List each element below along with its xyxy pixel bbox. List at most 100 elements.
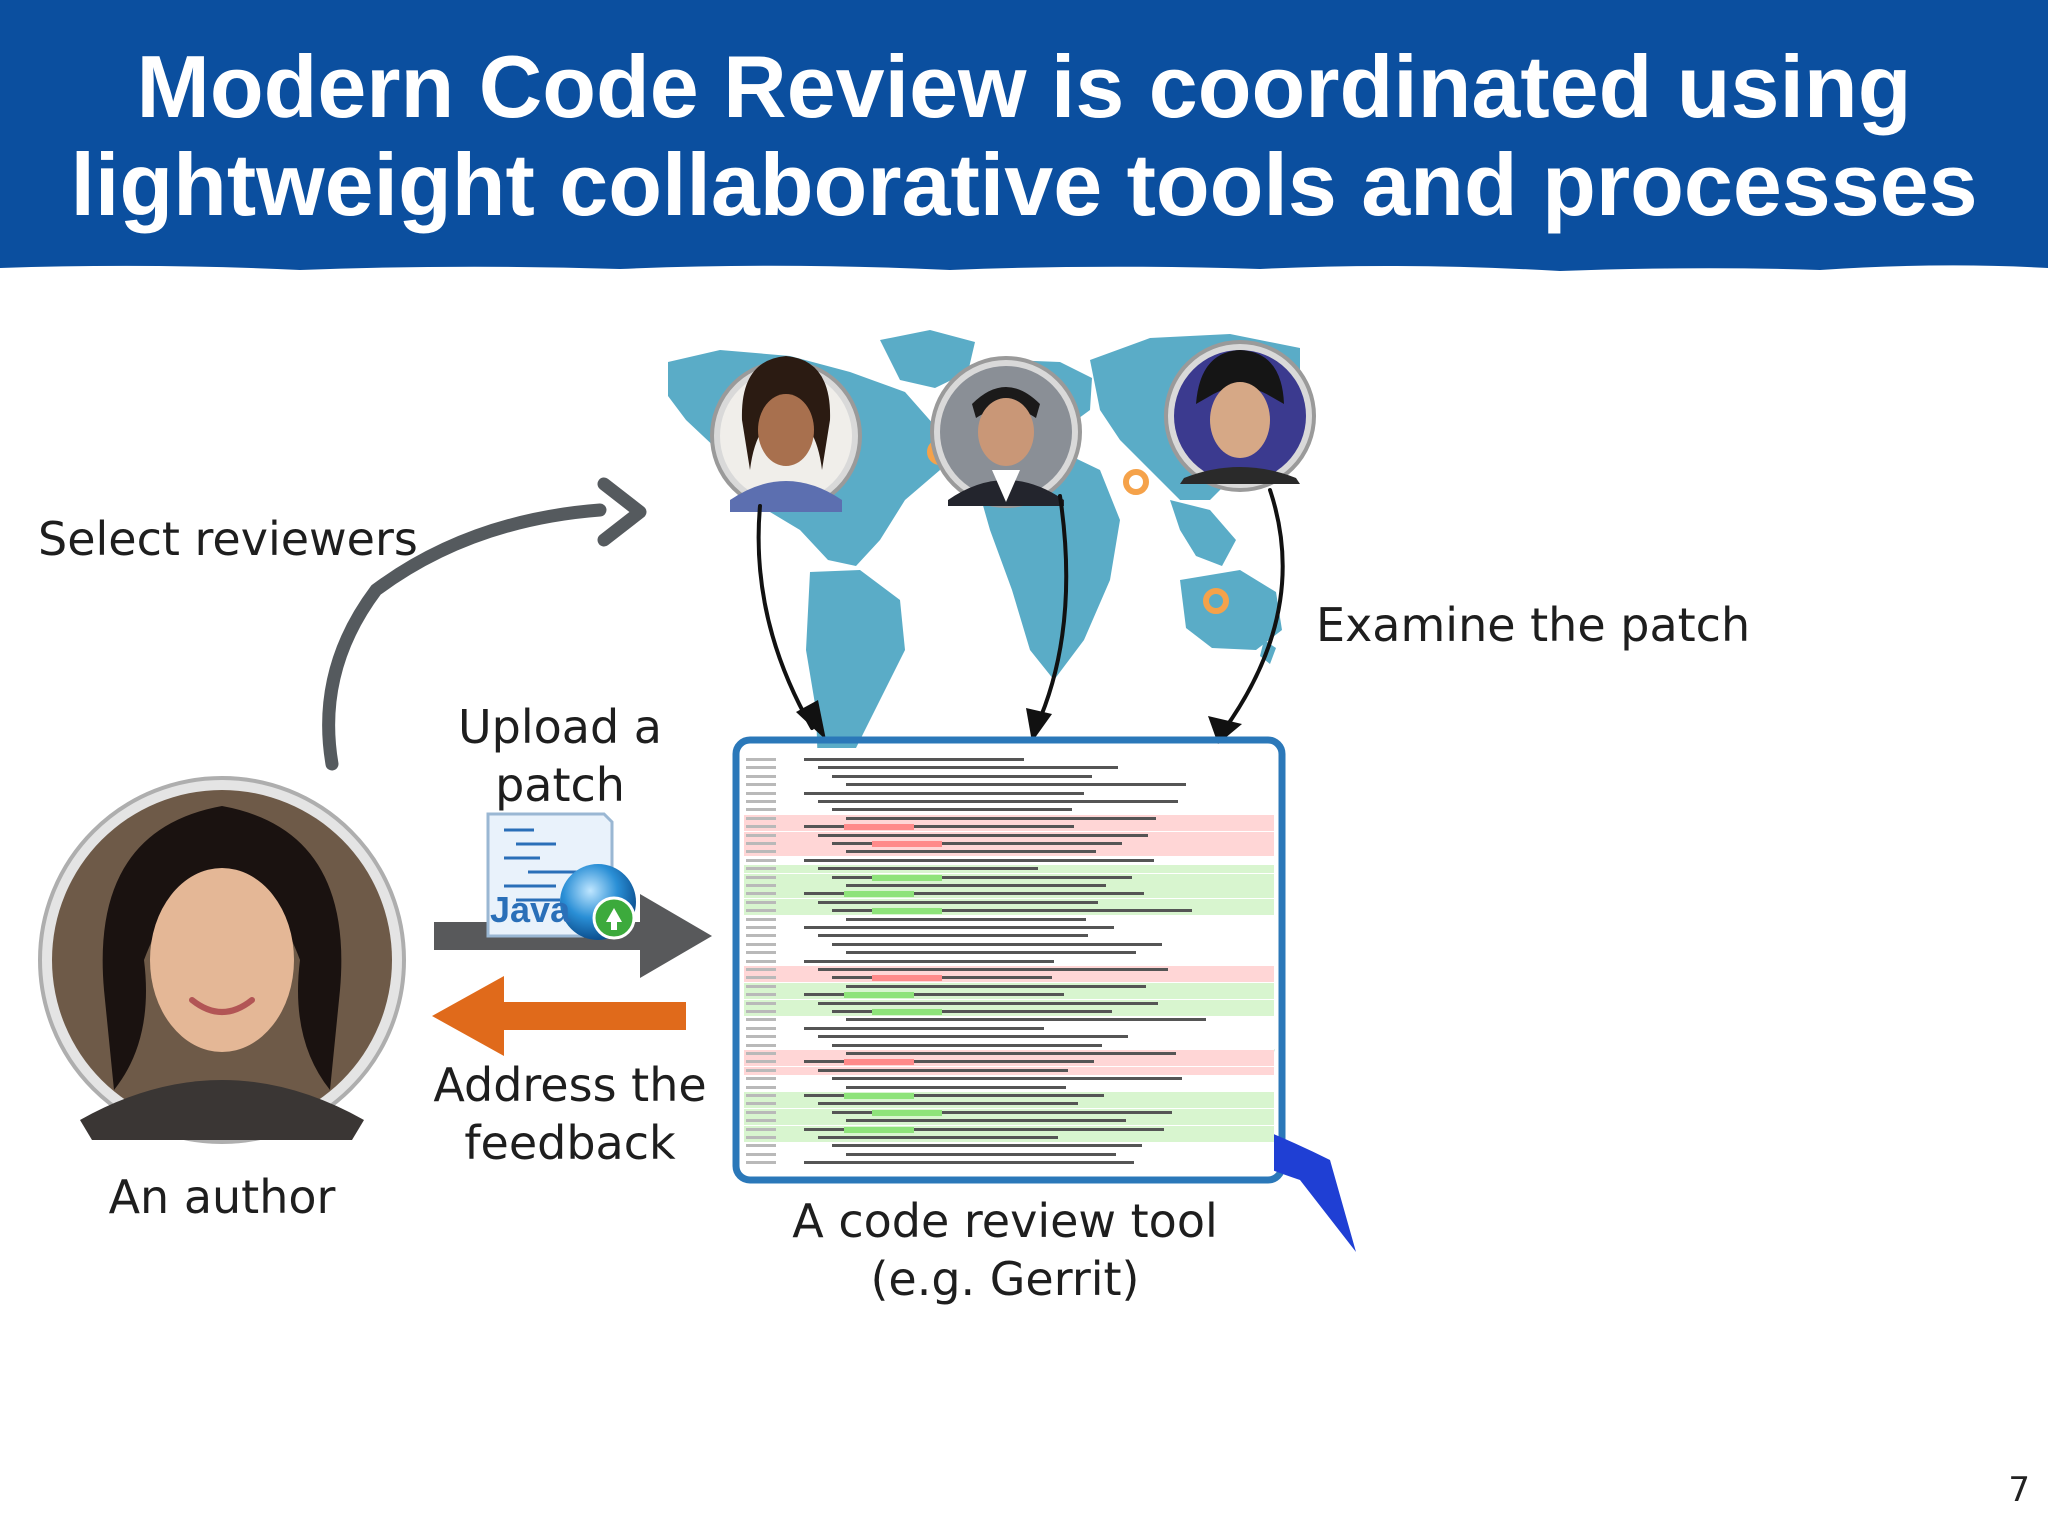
examine-arrows [756, 488, 1285, 732]
diff-line-code [832, 1110, 1172, 1114]
diff-line-code [804, 1060, 1094, 1064]
diff-line-number [746, 858, 776, 862]
slide-title: Modern Code Review is coordinated using … [0, 38, 2048, 234]
diff-line-number [746, 825, 776, 829]
diff-line-code [832, 774, 1092, 778]
diff-line-code [846, 984, 1146, 988]
diff-line-code [832, 1010, 1112, 1013]
diff-line-number [746, 926, 776, 929]
diff-line-number [746, 1001, 776, 1005]
diff-line [744, 949, 1274, 958]
diff-line-code [804, 791, 1084, 795]
label-code-review-tool: A code review tool (e.g. Gerrit) [770, 1192, 1240, 1308]
diff-line-number [746, 917, 776, 921]
title-banner-shape [0, 0, 2048, 271]
diff-highlight [872, 874, 942, 881]
diff-line-number [746, 1018, 776, 1022]
diff-line [744, 840, 1274, 848]
diff-line [744, 772, 1274, 781]
diff-line-code [832, 1043, 1102, 1047]
diff-line-code [804, 1127, 1164, 1131]
diff-line-number [746, 1094, 776, 1097]
diff-line-code [846, 1119, 1126, 1123]
diff-line [744, 882, 1274, 890]
diff-line-code [832, 842, 1122, 845]
diff-line-code [818, 867, 1038, 871]
diff-line-number [746, 791, 776, 795]
label-author: An author [108, 1170, 336, 1224]
diff-line [744, 1041, 1274, 1050]
diff-line [744, 991, 1274, 1000]
reviewer-2-shirt [992, 470, 1020, 502]
code-review-tool-frame [732, 736, 1286, 1184]
diff-line-code [804, 758, 1024, 761]
diff-line [744, 873, 1274, 882]
diff-line-code [818, 1068, 1068, 1072]
reviewer-1-hair [741, 356, 831, 470]
label-upload-line-2: patch [495, 758, 625, 812]
diff-line-number [746, 959, 776, 963]
diff-line-code [804, 825, 1074, 829]
author-face [150, 868, 294, 1052]
reviewer-1-shirt [730, 481, 842, 512]
label-select-reviewers: Select reviewers [38, 512, 418, 566]
diff-highlight [844, 1093, 914, 1099]
diff-line-number [746, 833, 776, 837]
diff-line-code [818, 1001, 1158, 1005]
diff-highlight [872, 1009, 942, 1015]
diff-highlight [872, 908, 942, 915]
diff-line-code [832, 1077, 1182, 1081]
code-review-diff [744, 748, 1274, 1172]
diff-line-number [746, 1085, 776, 1089]
diff-line-number [746, 875, 776, 879]
diff-line [744, 957, 1274, 966]
slide-title-line-2: lightweight collaborative tools and proc… [70, 135, 1978, 234]
reviewer-1-face [758, 394, 814, 466]
diff-line [744, 756, 1274, 764]
diff-line-code [846, 917, 1086, 921]
diff-line-number [746, 1035, 776, 1039]
diff-line [744, 932, 1274, 941]
reviewer-photo-2 [930, 356, 1082, 508]
diff-line [744, 1050, 1274, 1058]
diff-line [744, 1008, 1274, 1016]
diff-line-code [804, 1161, 1134, 1165]
diff-line [744, 789, 1274, 798]
diff-highlight [844, 1059, 914, 1066]
diff-line-code [818, 800, 1178, 803]
java-label: Java [490, 889, 571, 930]
diff-highlight [844, 824, 914, 831]
diff-line-code [832, 1144, 1142, 1148]
diff-line [744, 1134, 1274, 1142]
diff-line [744, 1125, 1274, 1134]
diff-line-number [746, 783, 776, 787]
diff-line-number [746, 1077, 776, 1081]
select-reviewers-arrow [322, 477, 647, 771]
diff-line [744, 1083, 1274, 1092]
diff-line [744, 940, 1274, 949]
diff-line [744, 1075, 1274, 1084]
diff-highlight [872, 841, 942, 847]
label-examine-patch: Examine the patch [1316, 598, 1751, 652]
diff-line [744, 764, 1274, 773]
reviewer-photo-3 [1164, 340, 1316, 492]
reviewer-3-face [1210, 382, 1270, 458]
diff-line [744, 1150, 1274, 1159]
diff-line-code [832, 909, 1192, 913]
label-upload-line-1: Upload a [458, 700, 662, 754]
diff-line [744, 1066, 1274, 1075]
diff-line-number [746, 758, 776, 761]
diff-line [744, 848, 1274, 857]
map-australia [1180, 570, 1282, 650]
diff-line-code [804, 959, 1054, 963]
diff-line-number [746, 976, 776, 980]
diff-line [744, 1092, 1274, 1100]
diff-line [744, 806, 1274, 815]
diff-line [744, 1117, 1274, 1126]
reviewer-2-face [978, 398, 1034, 466]
diff-line-number [746, 1010, 776, 1013]
diff-line [744, 1024, 1274, 1033]
diff-line [744, 1033, 1274, 1042]
examine-arrow-3 [1222, 488, 1285, 732]
diff-line-number [746, 1043, 776, 1047]
